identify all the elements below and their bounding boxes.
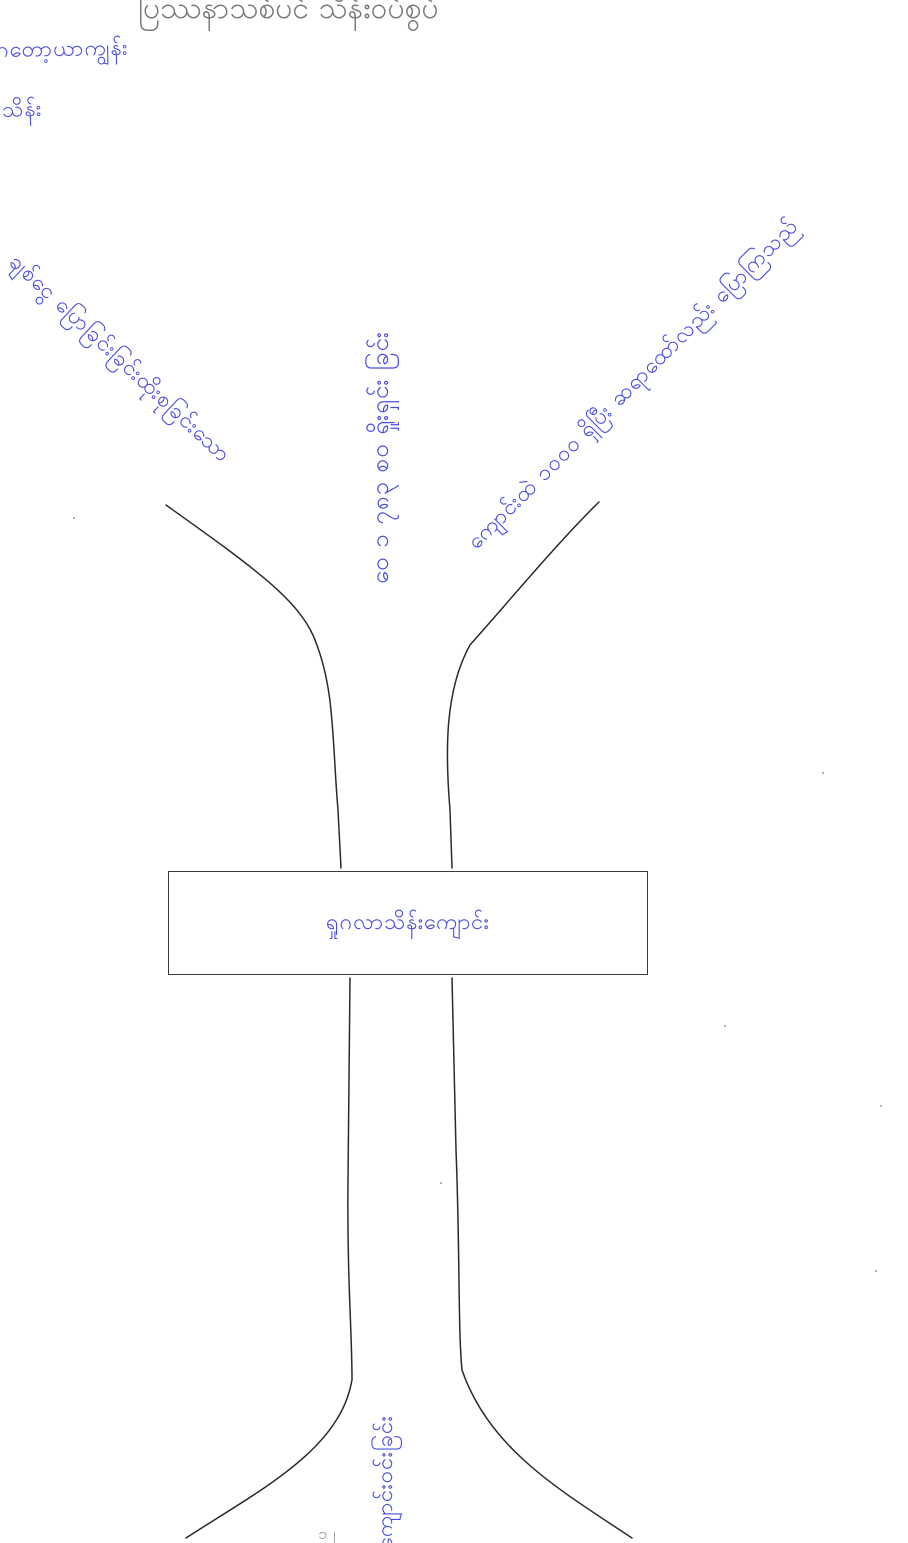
core-problem-box: ရှုဂလာသိန်းကျောင်း: [168, 871, 648, 975]
scan-speck: [73, 517, 75, 519]
root-label: ကျောင်းဝင်းခြင်း: [373, 1415, 398, 1543]
trunk-left-lower-line: [185, 977, 353, 1539]
branch-label-middle: ဝေ ၁ ၇၈၃ စ၀ ရှိုးရှင်း ခြင်း: [366, 331, 394, 584]
trunk-right-lower-line: [451, 977, 633, 1539]
core-problem-label: ရှုဂလာသိန်းကျောင်း: [326, 909, 490, 935]
page-number: ၁၂: [318, 1524, 337, 1543]
trunk-right-upper-line: [446, 501, 600, 869]
scan-speck: [875, 1270, 877, 1272]
scan-speck: [724, 1025, 726, 1027]
scan-speck: [822, 772, 824, 774]
scan-speck: [880, 1105, 882, 1107]
scan-speck: [440, 1182, 442, 1184]
page-title: ပြဿနာသစ်ပင် သိန်းဝပ်စွပ်: [138, 0, 439, 26]
trunk-left-upper-line: [165, 504, 342, 869]
